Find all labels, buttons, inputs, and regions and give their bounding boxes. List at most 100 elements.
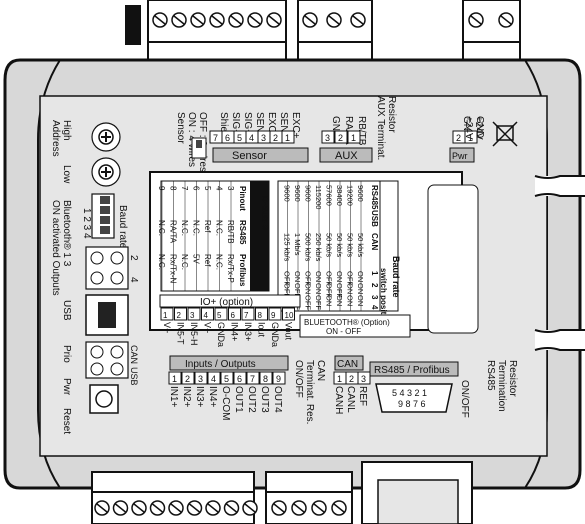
pin-number: 3 <box>361 374 366 384</box>
pin-label: GND <box>461 116 472 138</box>
terminal-screw-icon[interactable] <box>228 12 244 28</box>
reset-button[interactable] <box>89 384 119 414</box>
reset-label: Reset <box>61 408 72 434</box>
baud-cell: 50 kb/s <box>325 233 334 257</box>
pin-label: O-COM <box>220 386 231 420</box>
terminal-screw-icon[interactable] <box>350 12 366 28</box>
baud-cell: OFF <box>325 271 334 286</box>
usb-port[interactable] <box>85 294 129 336</box>
baud-header: 1 <box>370 271 379 276</box>
baud-cell: 57600 <box>325 185 334 206</box>
baud-cell: 1 Mb/s <box>293 233 302 256</box>
dsub-title: D-Sub 9 <box>260 196 270 230</box>
dsub-cell: N.C. <box>180 220 189 236</box>
terminal-screw-icon[interactable] <box>302 12 318 28</box>
terminal-screw-icon[interactable] <box>94 500 110 516</box>
baud-cell: ON <box>325 295 334 306</box>
rs485-title: RS485 / Profibus <box>374 365 450 376</box>
baud-cell: 50 kb/s <box>346 233 355 257</box>
terminal-screw-icon[interactable] <box>190 12 206 28</box>
terminal-screw-icon[interactable] <box>186 500 203 516</box>
pin-number: 1 <box>172 374 177 384</box>
pin-number: 3 <box>325 133 330 143</box>
terminal-screw-icon[interactable] <box>242 500 258 516</box>
baud-cell: ON <box>314 271 323 282</box>
terminal-screw-icon[interactable] <box>205 500 221 516</box>
terminal-screw-icon[interactable] <box>223 500 240 516</box>
baud-cell: OFF <box>325 283 334 298</box>
io-pin-label: IN4+ <box>230 322 240 341</box>
terminal-screw-icon[interactable] <box>271 500 287 516</box>
weee-bin-icon <box>492 121 518 147</box>
pin-number: 4 <box>249 133 254 143</box>
baud-header: 2 <box>370 283 379 288</box>
baud-cell: ON <box>356 295 365 306</box>
terminal-screw-icon[interactable] <box>149 500 166 516</box>
baud-rate-label: Baud rate <box>117 205 128 249</box>
dsub-cell: Ref <box>203 254 212 267</box>
io-option-title: IO+ (option) <box>200 297 253 308</box>
baud-cell: OFF <box>346 271 355 286</box>
terminal-screw-icon[interactable] <box>311 500 327 516</box>
terminal-screw-icon[interactable] <box>152 12 168 28</box>
dsub-cell: 8 <box>169 186 178 191</box>
baud-header: 3 <box>370 295 379 300</box>
dsub-cell: 5V <box>192 254 201 264</box>
io-pin-labels: 1IN1+2IN2+3IN3+4IN4+5O-COM6OUT17OUT28OUT… <box>168 371 286 420</box>
terminal-screw-icon[interactable] <box>498 12 514 28</box>
sensor-wire-switch[interactable] <box>191 137 207 159</box>
bottom-terminal-can <box>265 471 353 524</box>
baud-cell: 115200 <box>314 185 323 209</box>
io-pin-number: 1 <box>163 311 168 320</box>
baud-header: 4 <box>370 305 379 310</box>
terminal-screw-icon[interactable] <box>209 12 225 28</box>
rotary-switch-high[interactable] <box>91 122 121 152</box>
can-term-label: CANTerminat. Res.ON/OFF <box>293 360 326 424</box>
baud-rate-dip-switch[interactable] <box>91 193 115 239</box>
dsub9-table: D-Sub 9PinoutRS485Profibus3RB/TBRx/Tx-P4… <box>157 180 270 292</box>
dsub-cell: 3 <box>226 186 235 191</box>
io-pin-label: IN3+ <box>243 322 253 341</box>
dsub-cell: 6 <box>192 186 201 191</box>
baud-cell: OFF <box>304 295 313 310</box>
pin-label: IN1+ <box>168 386 179 408</box>
baud-switch-numbers: 1 2 3 4 <box>81 208 92 239</box>
terminal-screw-icon[interactable] <box>468 12 484 28</box>
top-terminal-aux <box>297 0 373 61</box>
terminal-screw-icon[interactable] <box>131 500 147 516</box>
terminal-screw-icon[interactable] <box>112 500 129 516</box>
pin-number: 7 <box>213 133 218 143</box>
pin-number: 8 <box>263 374 268 384</box>
pwr-title: Pwr <box>452 151 468 161</box>
io-pin-number: 2 <box>177 311 182 320</box>
pin-label: RB/TB <box>356 116 367 146</box>
terminal-screw-icon[interactable] <box>247 12 263 28</box>
io-option-table: IO+ (option)1V+2IN5-T3IN5-H4V−5GNDa6IN4+… <box>159 294 301 347</box>
pin-number: 5 <box>224 374 229 384</box>
baud-cell: 500 kb/s <box>304 233 313 262</box>
terminal-screw-icon[interactable] <box>168 500 184 516</box>
terminal-screw-icon[interactable] <box>266 12 282 28</box>
terminal-screw-icon[interactable] <box>171 12 187 28</box>
pin-label: GND <box>330 116 341 138</box>
io-pin-label: V+ <box>162 322 172 333</box>
pin-number: 7 <box>250 374 255 384</box>
io-pin-number: 3 <box>190 311 195 320</box>
baud-cell: ON <box>335 295 344 306</box>
pin-number: 3 <box>261 133 266 143</box>
bluetooth-option-box: BLUETOOTH® (Option) ON - OFF <box>299 314 411 338</box>
pin-number: 6 <box>237 374 242 384</box>
terminal-screw-icon[interactable] <box>291 500 307 516</box>
terminal-screw-icon[interactable] <box>326 12 342 28</box>
plus24-label: +24VGND <box>463 116 485 140</box>
dsub-header: Pinout <box>238 186 247 211</box>
rotary-switch-low[interactable] <box>91 157 121 187</box>
baud-cell: OFF <box>335 283 344 298</box>
dsub9-connector[interactable]: 5 4 3 2 1 9 8 7 6 <box>375 383 453 413</box>
rs485-termination-label: RS485TerminationResistor <box>485 360 518 412</box>
pin-number: 2 <box>185 374 190 384</box>
svg-text:5 4 3 2 1: 5 4 3 2 1 <box>392 388 427 398</box>
pin-label: +24V <box>473 116 484 140</box>
terminal-screw-icon[interactable] <box>331 500 347 516</box>
baud-cell: ON <box>293 271 302 282</box>
